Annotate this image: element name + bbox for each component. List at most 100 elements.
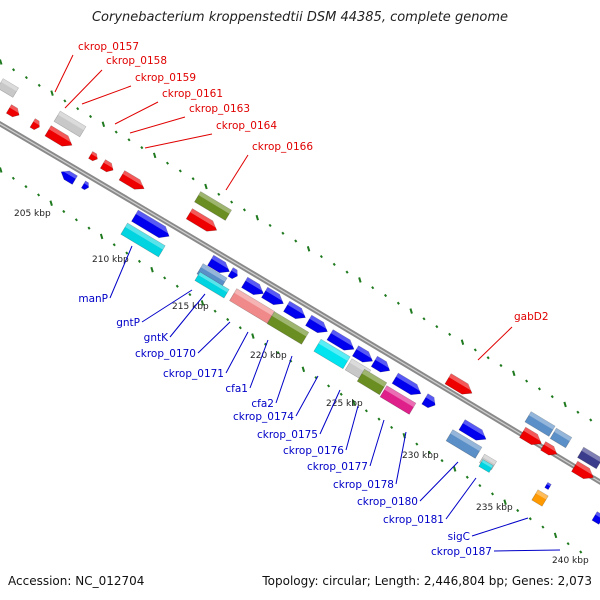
gene-red-3-shape [29,118,40,131]
tick-mark-inner [11,176,15,180]
gene-blue-15-shape [458,419,487,441]
tick-mark-outer [191,177,195,181]
gene-grey-2 [53,110,87,138]
gene-blue-6-shape [241,276,264,295]
gene-red-5 [99,159,116,173]
gene-cyan-1-gloss [125,223,166,250]
gene-blue-11 [351,345,376,363]
tick-mark-outer [589,418,593,422]
tick-mark-inner [452,466,457,472]
tick-mark-outer [24,75,28,80]
gene-blue-16 [544,481,552,491]
gene-red-3-gloss [33,118,43,126]
tick-mark-outer [358,277,362,283]
gene-red-3 [29,118,43,131]
gene-red-2-gloss [9,104,22,114]
gene-red-5-shape [99,159,114,173]
gene-blue-4-shape [207,254,230,273]
genome-summary-text: Topology: circular; Length: 2,446,804 bp… [262,574,592,588]
gene-olive-1 [194,191,232,221]
gene-blue-12 [370,355,393,373]
gene-grey-2-gloss [58,111,86,131]
tick-mark-inner [87,226,91,230]
gene-steelblue-4 [445,429,483,459]
tick-mark-inner [251,333,255,339]
gene-olive-2-shape [266,311,310,345]
gene-label-blue: gntP [116,317,140,329]
tick-mark-outer [448,332,452,336]
gene-red-1-shape [44,125,73,147]
gene-magenta-1 [379,385,417,415]
tick-mark-outer [12,68,16,72]
tick-mark-inner [74,218,78,222]
gene-cyan-3-gloss [318,339,351,361]
gene-blue-4 [207,254,233,273]
leader-line-blue [249,339,269,389]
gene-blue-10-gloss [330,329,358,348]
gene-grey-4-gloss [482,454,497,465]
leader-line-red [144,133,213,149]
tick-mark-inner [390,425,394,430]
tick-mark-outer [178,169,182,173]
gene-label-blue: ckrop_0175 [257,429,318,441]
gene-olive-3-shape [356,368,388,396]
gene-steelblue-3-gloss [200,263,228,282]
gene-pink-1-shape [229,288,275,324]
gene-label-blue: manP [78,293,108,305]
tick-mark-outer [537,387,541,391]
tick-mark-inner [553,532,558,539]
gene-blue-9-shape [305,314,328,333]
gene-blue-7 [261,286,287,305]
tick-mark-outer [255,214,259,221]
gene-olive-2 [266,311,310,345]
gene-label-red: ckrop_0166 [252,141,313,153]
tick-mark-inner [541,525,545,529]
gene-label-red: ckrop_0164 [216,120,277,132]
gene-blue-3 [131,209,173,239]
gene-red-1-gloss [48,125,76,144]
tick-mark-outer [88,114,93,119]
tick-mark-outer [294,239,298,243]
gene-blue-14 [421,393,439,409]
kbp-label: 210 kbp [92,255,129,265]
gene-steelblue-1-gloss [528,411,556,430]
gene-red-10-shape [540,441,558,456]
tick-mark-outer [140,146,144,150]
accession-text: Accession: NC_012704 [8,574,145,588]
gene-red-11-gloss [575,461,597,477]
gene-steelblue-2 [549,427,573,449]
leader-line-blue [445,477,477,520]
gene-red-8-gloss [448,373,476,392]
gene-red-10 [540,441,560,456]
leader-line-blue [493,549,561,552]
gene-red-7 [185,208,220,232]
tick-mark-inner [188,292,192,297]
leader-line-blue [395,431,407,485]
leader-line-blue [141,289,193,323]
kbp-label: 230 kbp [402,451,439,461]
leader-line-blue [319,389,341,435]
gene-label-blue: ckrop_0177 [307,461,368,473]
tick-mark-inner [125,251,129,255]
tick-mark-outer [204,183,208,190]
tick-mark-outer [576,410,580,414]
gene-olive-3 [356,368,388,396]
tick-mark-inner [377,417,381,421]
kbp-label: 205 kbp [14,209,51,219]
gene-cyan-3 [313,338,351,370]
gene-steelblue-4-shape [445,429,483,459]
leader-line-red [225,154,249,191]
gene-red-6-gloss [122,170,147,188]
gene-blue-13-shape [391,372,422,396]
gene-blue-6-gloss [245,277,267,293]
leader-line-blue [169,293,206,338]
leader-line-blue [197,321,231,354]
tick-mark-inner [213,309,217,313]
tick-mark-inner [99,233,104,240]
gene-olive-1-shape [194,191,232,221]
gene-cyan-4 [478,459,494,473]
tick-mark-inner [440,459,444,463]
gene-label-blue: gntK [144,332,169,344]
gene-steelblue-1-shape [524,411,556,437]
